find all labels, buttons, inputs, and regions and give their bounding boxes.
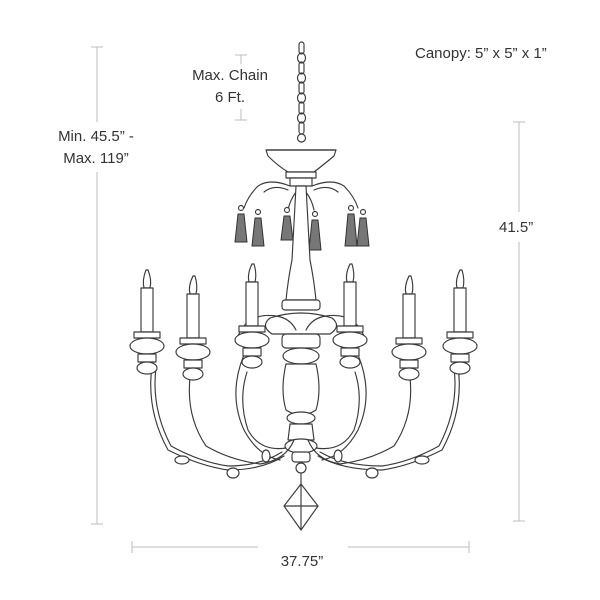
candle-2 (175, 275, 211, 381)
overall-height-dimension-line (91, 46, 103, 525)
center-column (264, 185, 338, 485)
fixture-height-label: 41.5” (499, 219, 534, 236)
fixture-height-dimension-line (513, 121, 525, 522)
overall-height-max-label: Max. 119” (63, 150, 129, 167)
candle-3 (234, 263, 270, 369)
canopy (265, 149, 337, 187)
bottom-crystal-facets (283, 483, 319, 531)
candle-5 (391, 275, 427, 381)
candle-6 (442, 269, 478, 375)
max-chain-label: Max. Chain (192, 67, 268, 84)
overall-height-min-label: Min. 45.5” - (58, 128, 134, 145)
fixture-width-label: 37.75” (280, 553, 324, 570)
chain-dimension-line (235, 54, 247, 121)
candle-4 (332, 263, 368, 369)
canopy-dimension-label: Canopy: 5” x 5” x 1” (415, 45, 547, 62)
width-dimension-line (131, 541, 470, 553)
arm-beads (174, 449, 430, 479)
candle-1 (129, 269, 165, 375)
chain-length-label: 6 Ft. (214, 89, 245, 106)
chain (296, 41, 307, 143)
crystal-drops (234, 204, 370, 251)
